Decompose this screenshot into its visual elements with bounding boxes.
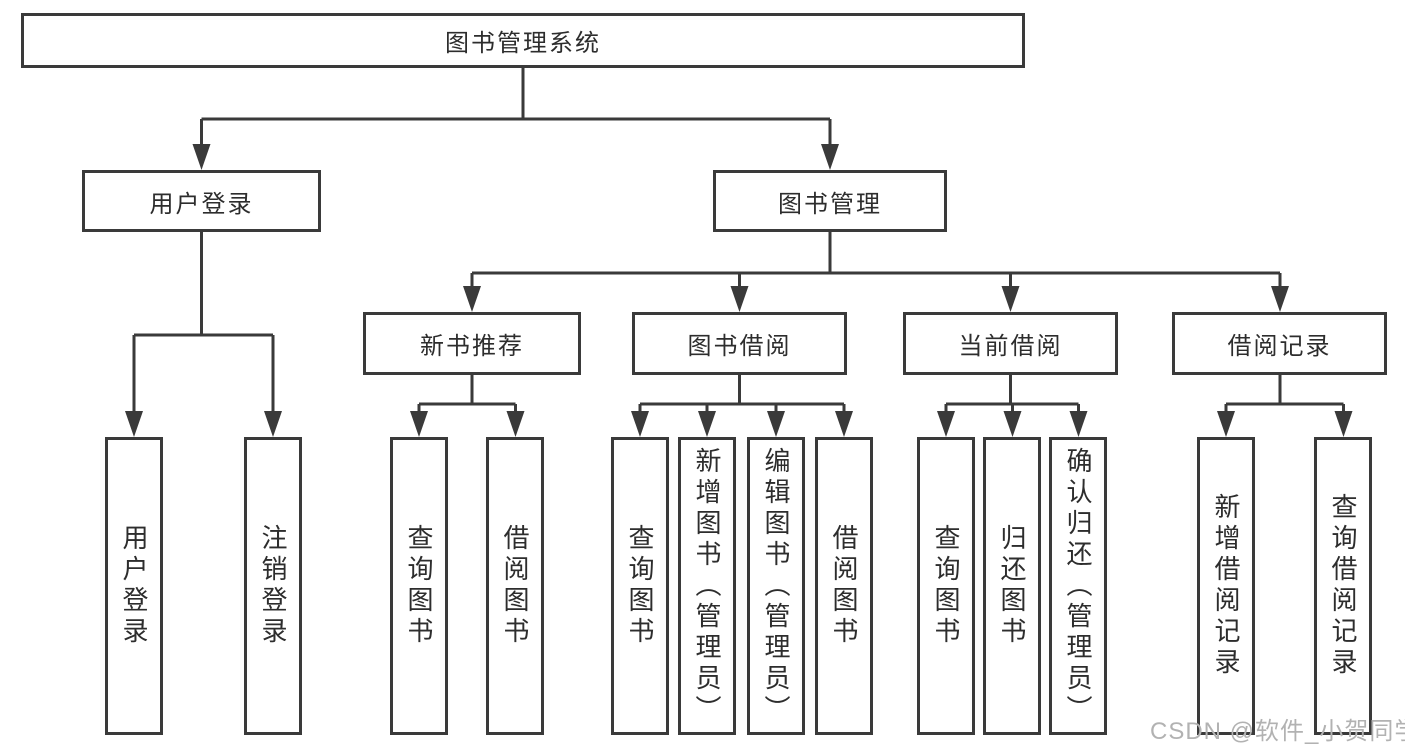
watermark: CSDN @软件_小贺同学: [1150, 718, 1405, 745]
leaf-query-books-1: 查询图书: [390, 437, 448, 735]
leaf-logout: 注销登录: [244, 437, 302, 735]
node-book-management: 图书管理: [713, 170, 947, 232]
leaf-return-books: 归还图书: [983, 437, 1041, 735]
leaf-confirm-return-admin: 确认归还（管理员）: [1049, 437, 1107, 735]
leaf-borrow-books-1: 借阅图书: [486, 437, 544, 735]
leaf-edit-books-admin: 编辑图书（管理员）: [747, 437, 805, 735]
leaf-add-books-admin: 新增图书（管理员）: [678, 437, 736, 735]
leaf-borrow-books-2: 借阅图书: [815, 437, 873, 735]
node-book-borrowing: 图书借阅: [632, 312, 847, 375]
leaf-query-books-2: 查询图书: [611, 437, 669, 735]
leaf-query-books-3: 查询图书: [917, 437, 975, 735]
leaf-user-login: 用户登录: [105, 437, 163, 735]
node-borrowing-records: 借阅记录: [1172, 312, 1387, 375]
arrowheads: [125, 144, 1353, 437]
node-user-login: 用户登录: [82, 170, 321, 232]
node-current-borrowing: 当前借阅: [903, 312, 1118, 375]
node-new-book-recommend: 新书推荐: [363, 312, 581, 375]
leaf-query-borrow-record: 查询借阅记录: [1314, 437, 1372, 735]
leaf-add-borrow-record: 新增借阅记录: [1197, 437, 1255, 735]
node-root: 图书管理系统: [21, 13, 1025, 68]
